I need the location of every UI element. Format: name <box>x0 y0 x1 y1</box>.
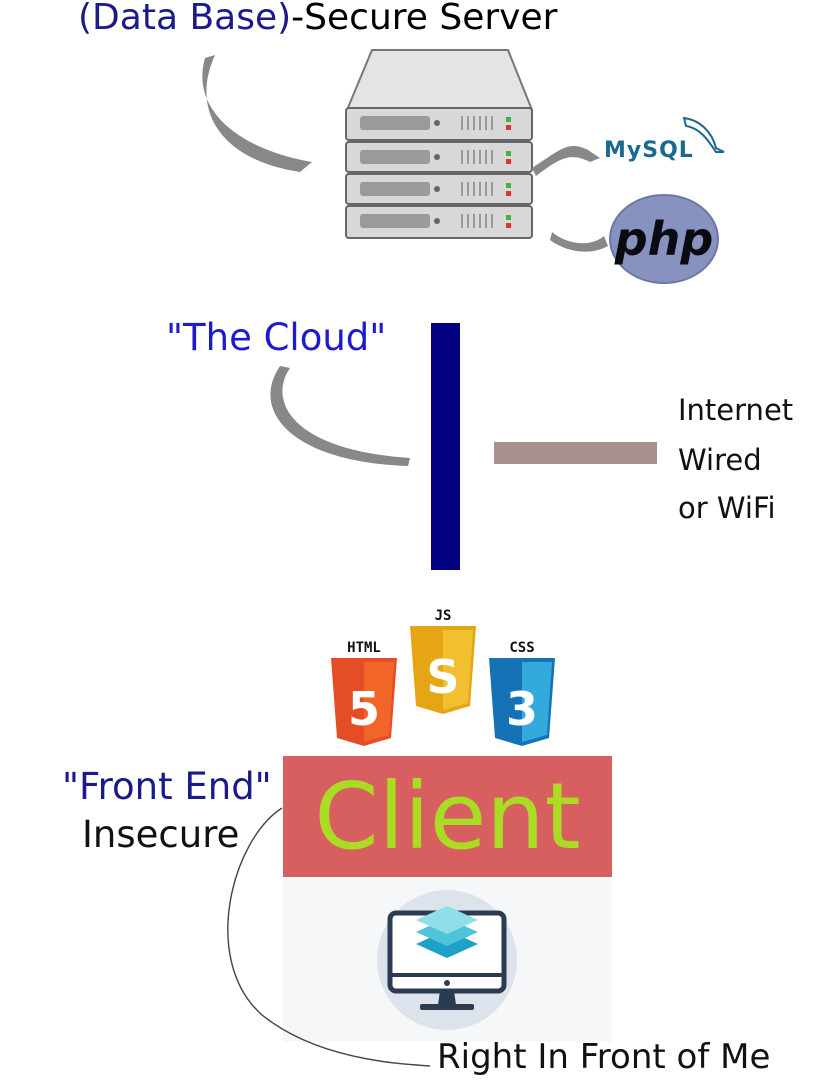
internet-connection-bar <box>494 442 657 464</box>
front-end-label: "Front End" <box>62 765 272 808</box>
js-badge-caption: JS <box>435 608 452 624</box>
html5-badge-caption: HTML <box>347 640 381 656</box>
cloud-callout-arrow <box>270 366 410 466</box>
front-end-callout-line <box>227 807 431 1067</box>
js-badge-icon: JS S <box>410 608 476 714</box>
bottom-label: Right In Front of Me <box>437 1037 771 1077</box>
connection-label-wifi: or WiFi <box>678 491 776 525</box>
css3-badge-number: 3 <box>506 682 538 736</box>
php-logo-icon: php <box>609 194 719 284</box>
server-rack-icon <box>345 49 534 239</box>
js-badge-number: S <box>426 650 459 704</box>
server-callout-arrow <box>202 55 312 172</box>
css3-badge-icon: CSS 3 <box>489 640 555 746</box>
connection-label-wired: Wired <box>678 443 762 477</box>
insecure-label: Insecure <box>82 813 240 856</box>
php-connector <box>550 232 608 252</box>
server-title-database: (Data Base) <box>78 0 292 38</box>
server-title-secure: -Secure Server <box>291 0 558 38</box>
css3-badge-caption: CSS <box>509 640 534 656</box>
connection-label-internet: Internet <box>678 393 794 427</box>
html5-badge-icon: HTML 5 <box>331 640 397 746</box>
client-box <box>283 756 612 877</box>
cloud-network-bar <box>431 323 460 570</box>
cloud-label: "The Cloud" <box>166 316 387 359</box>
client-label: Client <box>314 762 581 870</box>
server-title: (Data Base)-Secure Server <box>78 0 557 36</box>
php-logo-text: php <box>614 212 714 266</box>
mysql-connector <box>532 146 600 176</box>
html5-badge-number: 5 <box>348 682 380 736</box>
monitor-layers-icon <box>377 890 517 1030</box>
mysql-logo-text: MySQL <box>604 138 694 163</box>
mysql-dolphin-icon <box>682 116 725 153</box>
